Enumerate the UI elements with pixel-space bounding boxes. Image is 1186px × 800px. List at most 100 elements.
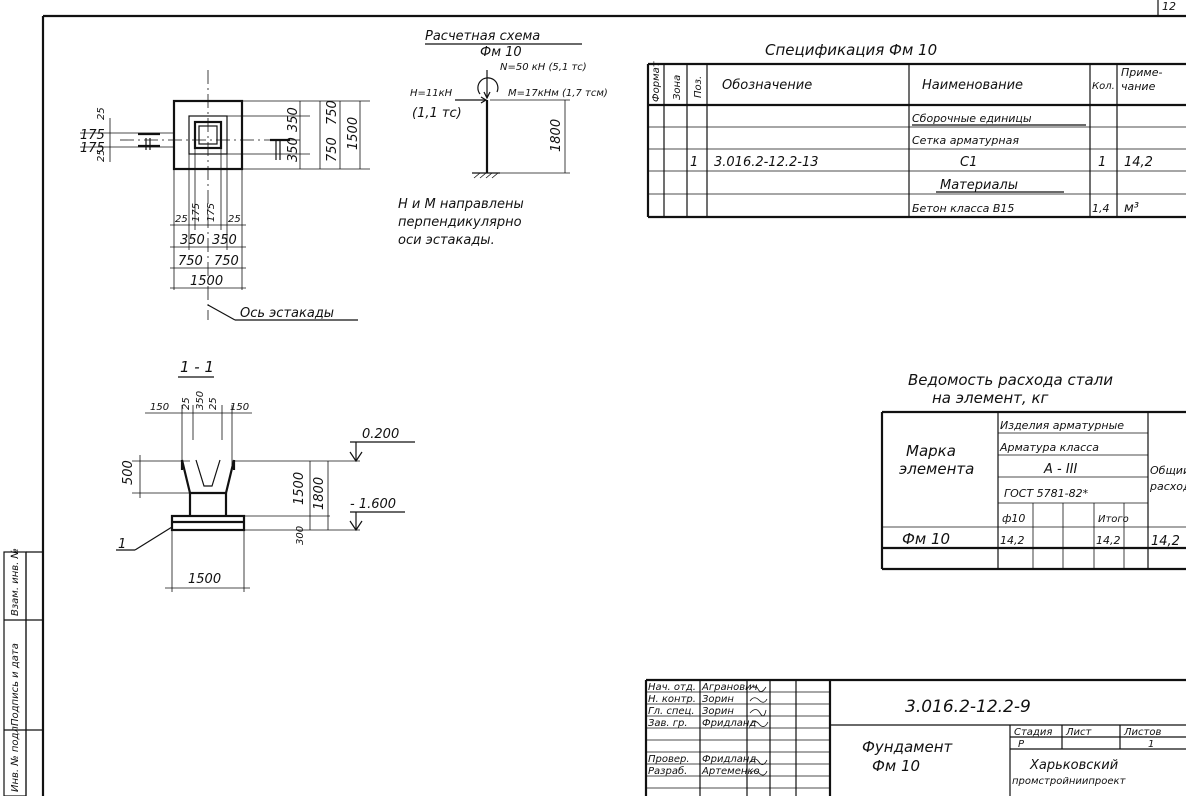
stamp-stage: Р: [1018, 739, 1025, 750]
stamp-org-2: промстройниипроект: [1012, 776, 1127, 787]
plan-dim-bottom-2a: 350: [180, 233, 205, 248]
section-view: 1 - 1 150 25 350 25 150 500 1500 1800 30…: [116, 358, 415, 592]
scheme-title: Расчетная схема: [425, 29, 540, 44]
section-dim-top-4: 25: [208, 397, 219, 410]
stamp-title-1: Фундамент: [862, 738, 954, 756]
steel-h-products: Изделия арматурные: [1000, 419, 1124, 432]
plan-dim-right-5: 1500: [346, 117, 361, 150]
section-dim-right-1: 1500: [292, 472, 307, 505]
plan-dim-left-2: 175: [80, 141, 105, 156]
steel-h-itogo: Итого: [1098, 514, 1129, 525]
spec-row-1-name: Сборочные единицы: [912, 112, 1032, 125]
spec-table: Спецификация Фм 10 Формат Зона Поз. Обоз…: [646, 41, 1186, 219]
stamp-sheet-h: Лист: [1065, 727, 1093, 738]
section-dim-top-5: 150: [230, 402, 249, 413]
plan-dim-bottom-1a: 25: [175, 214, 188, 225]
spec-h-designation: Обозначение: [722, 78, 812, 93]
spec-row-5-note: м³: [1124, 201, 1139, 216]
spec-row-3-designation: 3.016.2-12.2-13: [714, 155, 819, 170]
spec-row-4-name: Материалы: [940, 178, 1018, 193]
stamp-name-2: Зорин: [702, 694, 734, 705]
stamp-code: 3.016.2-12.2-9: [905, 697, 1031, 717]
stamp-role-1: Нач. отд.: [648, 682, 696, 693]
scheme-m-load: M=17кНм (1,7 тсм): [508, 88, 608, 99]
plan-dim-bottom-3a: 750: [178, 254, 203, 269]
stamp-name-3: Зорин: [702, 706, 734, 717]
spec-h-note: Приме- чание: [1121, 66, 1163, 93]
spec-row-3-pos: 1: [690, 155, 698, 170]
steel-h-class-value: А - III: [1043, 462, 1078, 477]
steel-row-total: 14,2: [1151, 534, 1180, 549]
side-stamp-vzam: Взам. инв. №: [10, 548, 21, 616]
stamp-org-1: Харьковский: [1029, 758, 1118, 773]
section-dim-right-3: 300: [295, 526, 306, 545]
spec-row-5-name: Бетон класса В15: [912, 202, 1014, 215]
spec-h-name: Наименование: [922, 78, 1023, 93]
scheme-note-2: перпендикулярно: [398, 215, 522, 230]
steel-title-2: на элемент, кг: [932, 389, 1049, 407]
scheme-note-3: оси эстакады.: [398, 233, 495, 248]
spec-h-qty: Кол.: [1092, 81, 1115, 92]
spec-row-3-qty: 1: [1098, 155, 1106, 170]
stamp-name-1: Агранович: [701, 682, 758, 693]
stamp-name-7: Артеменко: [701, 766, 760, 777]
side-stamp-sign: Подпись и дата: [10, 643, 21, 726]
design-scheme: Расчетная схема Фм 10 N=50 кН (5,1 тс) M…: [398, 29, 608, 248]
stamp-role-4: Зав. гр.: [648, 718, 688, 729]
steel-mark-header-1: Марка: [906, 442, 956, 460]
steel-mark-header-2: элемента: [899, 460, 974, 478]
plan-dim-bottom-2b: 350: [212, 233, 237, 248]
stamp-sheets: 1: [1148, 739, 1154, 750]
steel-h-gost: ГОСТ 5781-82*: [1004, 487, 1089, 500]
stamp-sheets-h: Листов: [1123, 727, 1161, 738]
stamp-name-4: Фридланд: [702, 718, 756, 729]
spec-h-format: Формат: [651, 60, 662, 102]
steel-title-1: Ведомость расхода стали: [908, 371, 1113, 389]
plan-dim-right-2: 350: [286, 137, 301, 162]
plan-dim-left-4: 25: [96, 149, 107, 162]
stamp-role-6: Провер.: [648, 754, 690, 765]
spec-h-zone: Зона: [672, 75, 683, 100]
stamp-title-2: Фм 10: [872, 757, 920, 775]
section-dim-top-3: 350: [195, 391, 206, 410]
steel-row-itogo: 14,2: [1096, 534, 1121, 547]
section-dim-right-2: 1800: [312, 477, 327, 510]
plan-dim-bottom-1b: 175: [191, 203, 202, 222]
steel-row-mark: Фм 10: [902, 530, 950, 548]
section-width: 1500: [188, 572, 221, 587]
section-pos-label: 1: [118, 537, 126, 552]
plan-dim-bottom-1c: 175: [206, 203, 217, 222]
section-dim-left: 500: [121, 460, 136, 485]
steel-row-d10: 14,2: [1000, 534, 1025, 547]
stamp-role-7: Разраб.: [648, 765, 687, 777]
title-block: Нач. отд. Н. контр. Гл. спец. Зав. гр. П…: [644, 678, 1186, 796]
plan-dim-bottom-4: 1500: [190, 274, 223, 289]
scheme-h-load2: (1,1 тс): [412, 106, 462, 121]
side-stamp: Инв. № подл. Подпись и дата Взам. инв. №: [3, 548, 43, 797]
spec-row-3-note: 14,2: [1124, 155, 1153, 170]
spec-h-pos: Поз.: [693, 76, 704, 98]
scheme-n-load: N=50 кН (5,1 тс): [500, 62, 587, 73]
stamp-role-2: Н. контр.: [648, 694, 696, 705]
section-level-bottom: - 1.600: [350, 497, 396, 512]
steel-h-total-1: Общий: [1150, 464, 1186, 477]
plan-view: 350 350 750 750 1500 175 175 25 25 25 17…: [80, 70, 370, 321]
plan-dim-left-3: 25: [96, 107, 107, 120]
spec-row-3-name: С1: [960, 155, 977, 170]
plan-axis-label: Ось эстакады: [240, 306, 334, 321]
plan-dim-right-3: 750: [325, 100, 340, 125]
section-title: 1 - 1: [180, 358, 214, 376]
section-dim-top-1: 150: [150, 402, 169, 413]
sheet-corner-number: 12: [1162, 0, 1176, 13]
stamp-name-6: Фридланд: [702, 754, 756, 765]
steel-h-class: Арматура класса: [999, 441, 1099, 454]
spec-row-2-name: Сетка арматурная: [912, 134, 1019, 147]
plan-dim-right-4: 750: [325, 137, 340, 162]
steel-h-total-2: расход: [1149, 480, 1186, 493]
plan-dim-left-1: 175: [80, 128, 105, 143]
section-level-top: 0.200: [362, 427, 399, 442]
stamp-role-3: Гл. спец.: [648, 706, 695, 717]
section-dim-top-2: 25: [181, 397, 192, 410]
